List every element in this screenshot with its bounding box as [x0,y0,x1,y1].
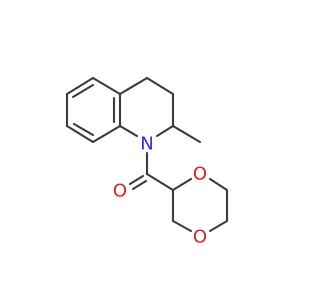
bond [118,76,149,96]
bond [72,122,95,137]
bond [118,124,139,138]
bond [171,177,193,192]
bond [145,76,175,96]
atom-labels: N O O O [113,134,207,248]
carbonyl-oxygen-atom: O [113,181,127,202]
bond [91,76,122,96]
bond [171,124,202,144]
ring-oxygen-atom-bottom: O [193,227,207,248]
bond [71,83,95,99]
bond [145,172,175,192]
bond [131,179,148,191]
bond [171,219,193,233]
ring-oxygen-atom-top: O [193,164,207,185]
bond [65,76,95,96]
nitrogen-atom: N [140,134,153,155]
bond [208,219,229,233]
bond [128,174,145,186]
bond [155,124,175,138]
structure-diagram: N O O O [65,76,229,248]
bond [65,124,95,144]
bond [208,177,229,192]
bond [91,124,122,144]
bonds [65,76,229,233]
